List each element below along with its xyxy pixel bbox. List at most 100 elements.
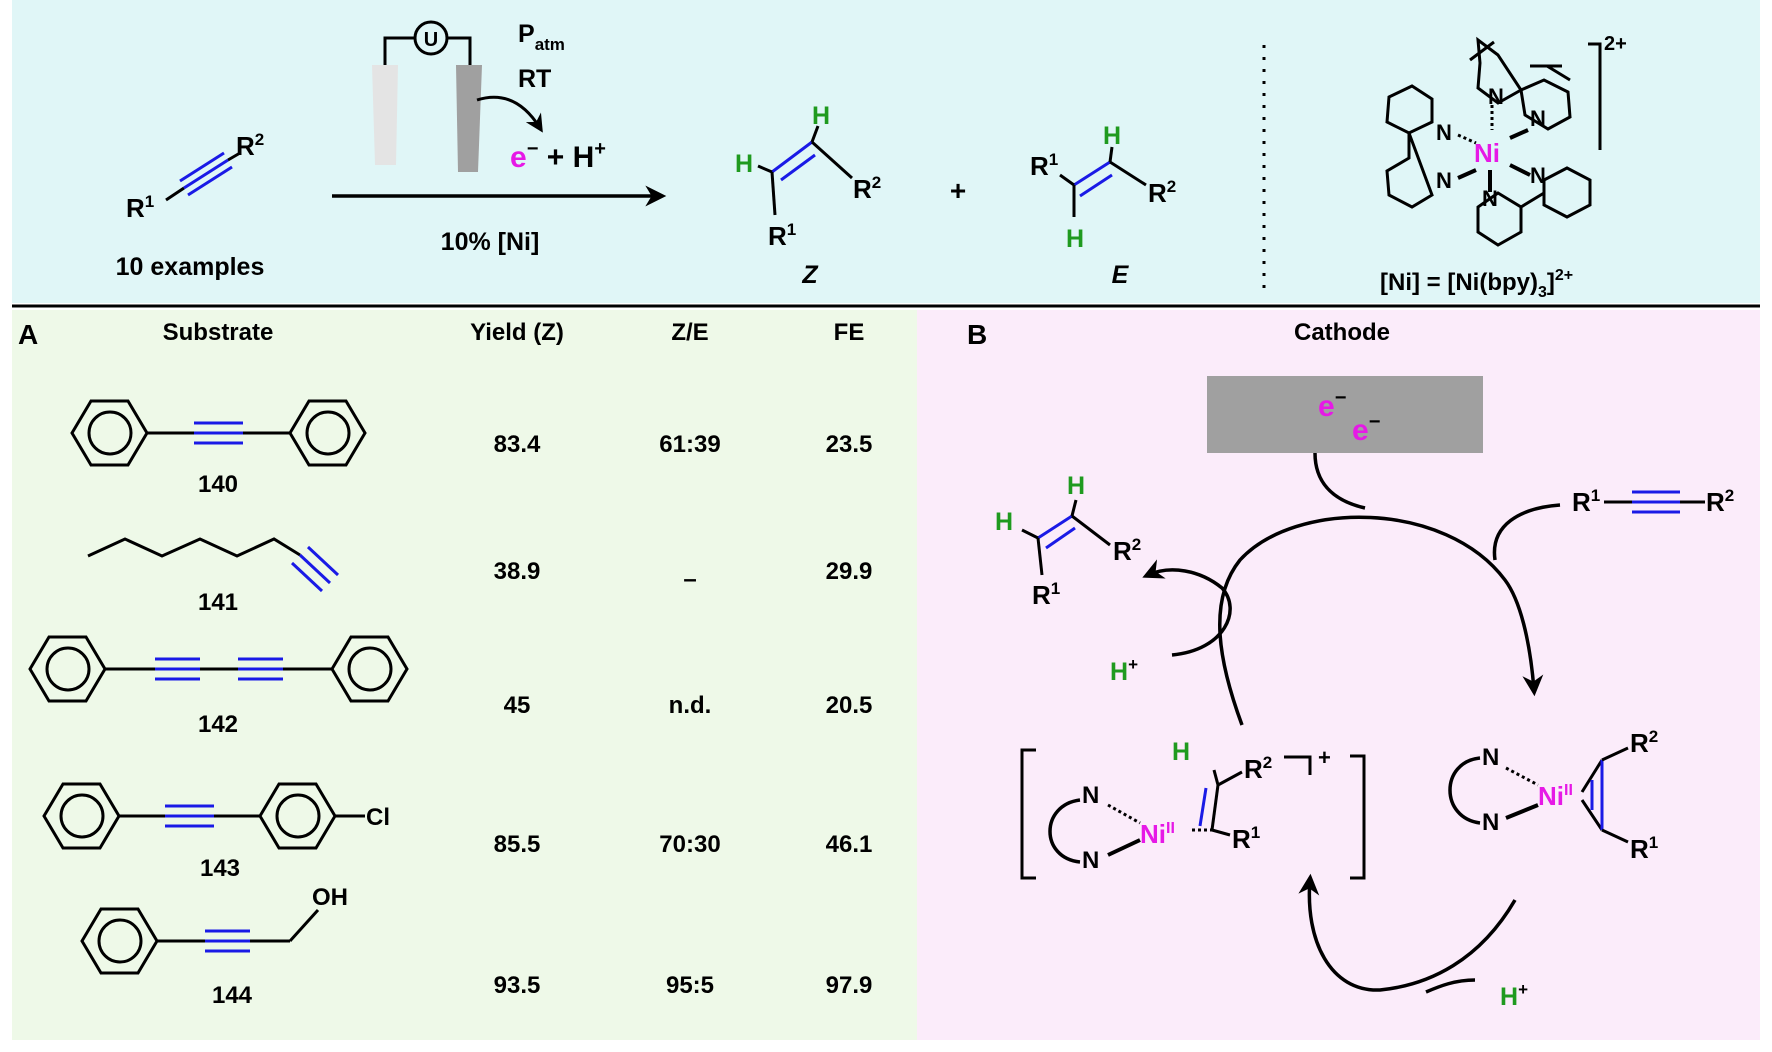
structure-140 xyxy=(70,399,367,467)
row-144-fe: 97.9 xyxy=(826,972,873,999)
e-product-h2: H xyxy=(1066,225,1084,253)
z-product-r2: R2 xyxy=(853,173,881,204)
compound-144-label: 144 xyxy=(212,982,253,1009)
row-142-ze: n.d. xyxy=(669,692,712,719)
row-143-ze: 70:30 xyxy=(659,831,720,858)
panel-a-letter: A xyxy=(18,319,38,350)
cycle-arc-main xyxy=(1218,515,1544,726)
row-141-yield: 38.9 xyxy=(494,558,541,585)
proton-input-arc xyxy=(1425,978,1476,994)
e-product-h1: H xyxy=(1103,122,1121,150)
svg-text:R2: R2 xyxy=(1706,486,1734,517)
panel-a: A Substrate Yield (Z) Z/E FE 140 83.4 61… xyxy=(18,319,872,1009)
structure-141 xyxy=(87,537,340,593)
svg-text:H: H xyxy=(1172,738,1190,766)
catalyst-definition: [Ni] = [Ni(bpy)3]2+ xyxy=(1380,267,1573,301)
z-product-r1: R1 xyxy=(768,220,796,251)
svg-text:N: N xyxy=(1436,168,1452,193)
catalyst-loading-label: 10% [Ni] xyxy=(441,228,540,256)
col-header-substrate: Substrate xyxy=(163,319,274,346)
row-141-fe: 29.9 xyxy=(826,558,873,585)
compound-143-label: 143 xyxy=(200,855,240,882)
compound-140-label: 140 xyxy=(198,471,238,498)
products-plus: + xyxy=(950,175,966,206)
product-release-arc xyxy=(1142,559,1232,657)
col-header-yield: Yield (Z) xyxy=(470,319,564,346)
reaction-scheme: R1 R2 10 examples U Patm RT e− + H+ 10% … xyxy=(116,20,1627,301)
svg-text:N: N xyxy=(1488,84,1504,109)
row-140-fe: 23.5 xyxy=(826,431,873,458)
ni-vinyl-intermediate: N N NiII H R2 R1 + xyxy=(1020,738,1366,880)
row-141-ze: – xyxy=(683,566,696,593)
e-product-r2: R2 xyxy=(1148,177,1176,208)
svg-text:R1: R1 xyxy=(1572,486,1600,517)
panel-b-letter: B xyxy=(967,319,987,350)
anode-electrode xyxy=(372,65,398,165)
substrate-r1: R1 xyxy=(126,192,154,223)
svg-text:R1: R1 xyxy=(1630,833,1658,864)
svg-text:R1: R1 xyxy=(1032,579,1060,610)
complex-ni: Ni xyxy=(1474,138,1500,168)
compound-144-oh: OH xyxy=(312,884,348,911)
panel-b: B Cathode e− e− R1 R2 H H xyxy=(967,319,1734,1011)
svg-text:R1: R1 xyxy=(1232,823,1260,854)
cathode-electrode xyxy=(1207,376,1483,453)
reagents-label: e− + H+ xyxy=(510,138,606,174)
row-144-ze: 95:5 xyxy=(666,972,714,999)
col-header-fe: FE xyxy=(834,319,865,346)
power-source-icon xyxy=(413,20,449,56)
substrate-alkyne: R1 R2 xyxy=(126,130,264,223)
row-144-yield: 93.5 xyxy=(494,972,541,999)
svg-text:N: N xyxy=(1082,847,1099,874)
condition-temperature: RT xyxy=(518,65,551,93)
cathode-title: Cathode xyxy=(1294,319,1390,346)
cycle-alkyne: R1 R2 xyxy=(1572,486,1734,517)
electron-transfer-arrow xyxy=(476,95,543,133)
electron-input-arc xyxy=(1313,452,1366,510)
svg-text:R2: R2 xyxy=(1113,535,1141,566)
svg-text:N: N xyxy=(1482,186,1498,211)
complex-charge: 2+ xyxy=(1604,33,1627,55)
row-142-fe: 20.5 xyxy=(826,692,873,719)
svg-text:H: H xyxy=(1067,472,1085,500)
substrate-count-label: 10 examples xyxy=(116,253,265,281)
cycle-z-alkene: H H R1 R2 xyxy=(995,472,1141,610)
svg-text:N: N xyxy=(1436,120,1452,145)
panel-a-bg xyxy=(12,310,917,1040)
svg-text:NiII: NiII xyxy=(1140,819,1175,849)
svg-text:NiII: NiII xyxy=(1538,781,1573,811)
svg-text:H: H xyxy=(995,508,1013,536)
e-product: R1 H H R2 xyxy=(1030,122,1176,253)
row-140-ze: 61:39 xyxy=(659,431,720,458)
row-142-yield: 45 xyxy=(504,692,531,719)
condition-pressure: Patm xyxy=(518,20,565,54)
svg-text:R2: R2 xyxy=(1630,727,1658,758)
proton-top: H+ xyxy=(1110,655,1138,686)
compound-142-label: 142 xyxy=(198,711,238,738)
top-panel-bg xyxy=(12,0,1760,303)
svg-text:N: N xyxy=(1082,782,1099,809)
compound-141-label: 141 xyxy=(198,589,238,616)
intermediate-charge: + xyxy=(1318,745,1331,770)
compound-143-cl: Cl xyxy=(366,804,390,831)
protonation-arc xyxy=(1298,873,1517,992)
row-143-yield: 85.5 xyxy=(494,831,541,858)
svg-text:N: N xyxy=(1530,163,1546,188)
z-label: Z xyxy=(801,261,819,289)
e-label: E xyxy=(1112,261,1130,289)
ni-bpy3-complex: N N N N N N Ni 2+ xyxy=(1385,33,1627,247)
col-header-ze: Z/E xyxy=(671,319,708,346)
cathode-electron-1: e− xyxy=(1318,387,1346,423)
proton-bottom: H+ xyxy=(1500,980,1528,1011)
z-product-h2: H xyxy=(812,102,830,130)
svg-text:R2: R2 xyxy=(1244,753,1272,784)
electrochemical-cell: U xyxy=(372,20,543,172)
substrate-r2: R2 xyxy=(236,130,264,161)
e-product-r1: R1 xyxy=(1030,150,1058,181)
cathode-electrode xyxy=(456,65,482,172)
row-140-yield: 83.4 xyxy=(494,431,541,458)
power-source-label: U xyxy=(424,29,438,51)
structure-143 xyxy=(42,782,365,850)
svg-text:N: N xyxy=(1482,809,1499,836)
